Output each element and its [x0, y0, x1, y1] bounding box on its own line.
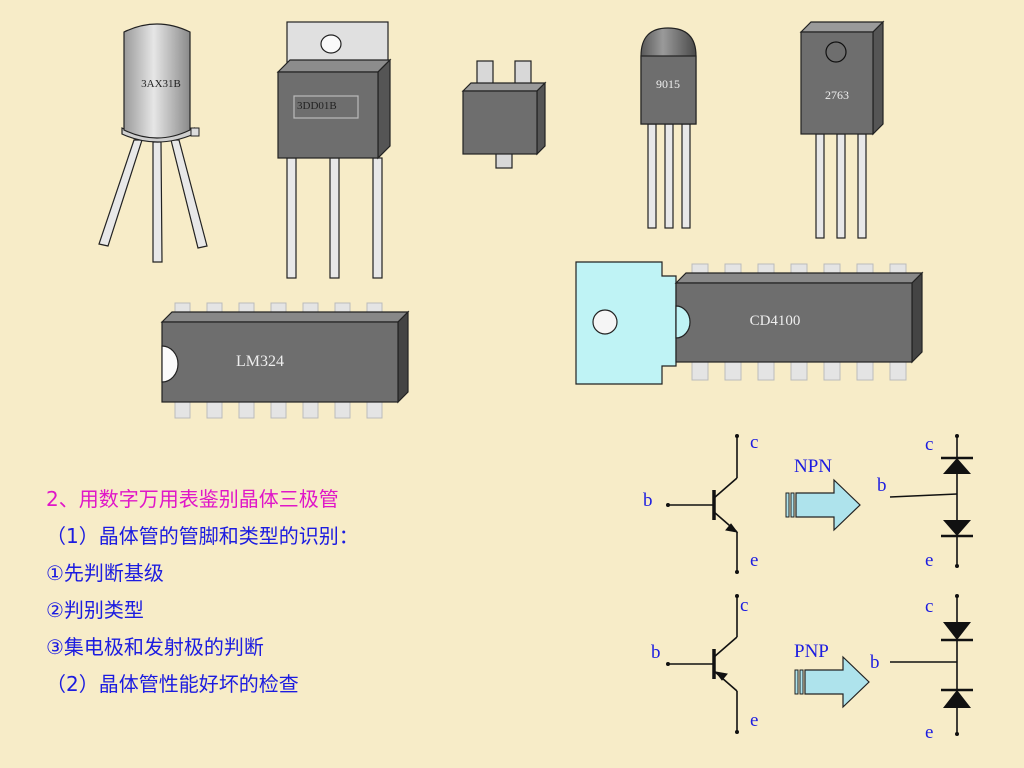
- can-transistor-3ax31b: 3AX31B: [98, 23, 208, 263]
- pnp-diode-equivalent: [890, 594, 973, 736]
- npn-symbol: [666, 434, 739, 574]
- chip-lm324-label: LM324: [236, 353, 284, 370]
- power-transistor-3dd01b: 3DD01B: [276, 21, 392, 279]
- pnp-symbol: [666, 594, 739, 734]
- chip-cd4100-bottom-pins: [691, 361, 907, 381]
- step-line-4: ③集电极和发射极的判断: [46, 635, 264, 659]
- small-transistor-label: 9015: [656, 77, 680, 91]
- pnp-pin-c: c: [740, 595, 748, 616]
- chip-cd4100-body: [675, 282, 913, 363]
- instruction-text: 2、用数字万用表鉴别晶体三极管 （1）晶体管的管脚和类型的识别： ①先判断基级 …: [46, 481, 359, 703]
- tab-transistor-mount-hole: [825, 41, 847, 63]
- npn-diode-equivalent: [889, 434, 973, 568]
- npn-lower-diode: [943, 520, 971, 536]
- npn-equiv-pin-b: b: [877, 475, 887, 496]
- smd-transistor-body: [462, 90, 538, 155]
- npn-pin-b: b: [643, 490, 653, 511]
- tab-transistor-label: 2763: [825, 88, 849, 102]
- power-transistor-mount-hole: [320, 34, 342, 54]
- power-transistor-label-plate: [293, 95, 359, 119]
- step-line-3: ②判别类型: [46, 598, 144, 622]
- chip-lm324: LM324: [160, 302, 410, 419]
- tab-transistor-2763: 2763: [799, 20, 885, 239]
- chip-cd4100-heatsink-hole: [592, 309, 618, 335]
- step-line-1: （1）晶体管的管脚和类型的识别：: [46, 524, 359, 548]
- pnp-lower-diode: [943, 690, 971, 708]
- npn-equiv-base-lead: [889, 493, 958, 498]
- chip-cd4100: CD4100: [575, 261, 924, 385]
- can-transistor-label: 3AX31B: [141, 78, 181, 90]
- pnp-upper-diode: [943, 622, 971, 640]
- can-transistor-leads: [98, 139, 208, 263]
- pnp-type-label: PNP: [794, 641, 829, 662]
- pnp-equiv-pin-c: c: [925, 596, 933, 617]
- npn-equiv-pin-c: c: [925, 434, 933, 455]
- chip-lm324-body: [161, 321, 399, 403]
- npn-collector-branch: [713, 477, 738, 499]
- power-transistor-side: [377, 58, 391, 160]
- pnp-pin-e: e: [750, 710, 758, 731]
- section-title: 2、用数字万用表鉴别晶体三极管: [46, 487, 339, 511]
- npn-type-label: NPN: [794, 456, 832, 477]
- step-line-5: （2）晶体管性能好坏的检查: [46, 672, 299, 696]
- chip-cd4100-heatsink: [575, 261, 677, 385]
- chip-cd4100-label: CD4100: [750, 313, 801, 329]
- smd-transistor: [461, 60, 547, 169]
- npn-arrow: NPN: [785, 456, 861, 532]
- npn-pin-e: e: [750, 550, 758, 571]
- chip-cd4100-notch: [675, 305, 691, 339]
- power-transistor-label: 3DD01B: [297, 100, 337, 112]
- npn-upper-diode: [943, 458, 971, 474]
- step-line-2: ①先判断基级: [46, 561, 164, 585]
- power-transistor-leads: [286, 157, 383, 279]
- pnp-arrow: PNP: [794, 641, 870, 709]
- chip-lm324-notch: [161, 345, 179, 383]
- power-transistor-body: [277, 71, 379, 159]
- pnp-collector-branch: [713, 636, 738, 658]
- small-transistor-9015: 9015: [640, 27, 697, 229]
- chip-lm324-bottom-pins: [174, 401, 383, 419]
- can-transistor-tab: [190, 127, 200, 137]
- npn-emitter-arrow: [725, 523, 739, 533]
- pnp-equiv-pin-e: e: [925, 722, 933, 743]
- pnp-pin-b: b: [651, 642, 661, 663]
- small-transistor-leads: [647, 123, 691, 229]
- pnp-equiv-pin-b: b: [870, 652, 880, 673]
- tab-transistor-leads: [815, 133, 867, 239]
- power-transistor-top: [276, 59, 392, 73]
- npn-pin-c: c: [750, 432, 758, 453]
- npn-equiv-pin-e: e: [925, 550, 933, 571]
- pnp-emitter-arrow: [714, 671, 728, 681]
- can-transistor-body: [123, 23, 191, 139]
